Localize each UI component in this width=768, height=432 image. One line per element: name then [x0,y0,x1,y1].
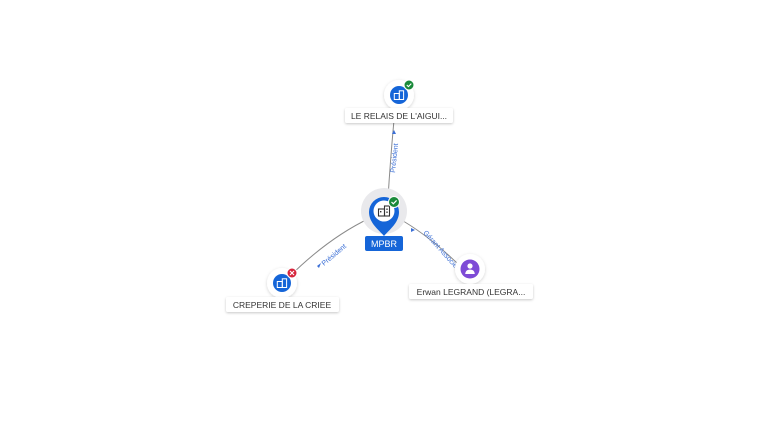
edge-to-erwan: Gérant Associé [397,217,463,270]
edge-arrow [392,130,396,134]
edge-label-creperie: Président [321,243,348,267]
edge-label-relais: Président [390,143,400,173]
building-icon [276,278,288,288]
edge-arrow [411,228,415,232]
building-icon [377,205,391,217]
center-node-label: MPBR [371,239,398,249]
edge-label-erwan-text: Gérant Associé [422,230,459,270]
building-icon [393,90,405,100]
node-relais-label: LE RELAIS DE L'AIGUI... [351,111,447,121]
node-creperie-label: CREPERIE DE LA CRIEE [233,300,332,310]
node-erwan-label: Erwan LEGRAND (LEGRA... [417,287,526,297]
check-badge-icon [388,196,400,208]
person-icon [465,263,475,274]
edge-label-erwan: Gérant Associé [422,230,459,270]
node-erwan[interactable]: Erwan LEGRAND (LEGRA... [409,254,533,299]
node-creperie[interactable]: CREPERIE DE LA CRIEE [226,267,339,312]
edge-arrow [317,263,321,268]
center-node[interactable]: MPBR [361,188,407,251]
edge-to-relais: Président [387,109,400,199]
cross-badge-icon [286,267,298,279]
edge-to-creperie: Président [287,217,371,279]
check-badge-icon [403,79,415,91]
node-relais[interactable]: LE RELAIS DE L'AIGUI... [345,79,453,123]
center-label-box [365,236,403,251]
